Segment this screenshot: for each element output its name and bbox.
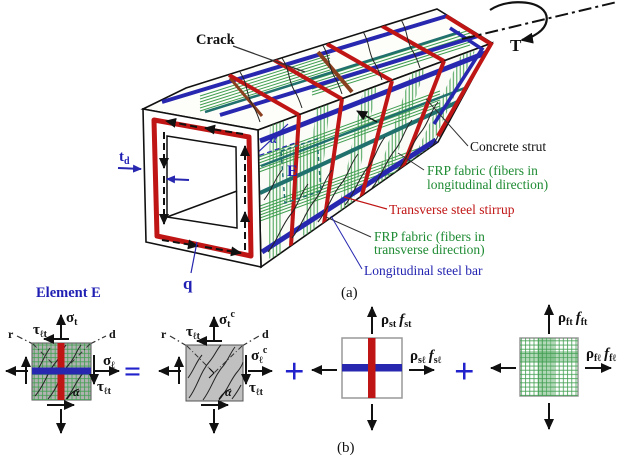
shear-flow-label: q: [183, 274, 193, 293]
plus-sign-2: +: [454, 351, 475, 391]
tau-lt-top-label: τℓt: [33, 322, 48, 340]
stress-arrows-1: [5, 314, 120, 434]
stress-arrows-3: [311, 306, 435, 431]
stirrup-band-steel: [368, 338, 376, 398]
legend-frp-trans-1: FRP fabric (fibers in: [374, 229, 485, 244]
legend: Concrete strut FRP fabric (fibers in lon…: [325, 98, 548, 278]
tau-lt-right-label: τℓt: [97, 379, 112, 397]
torque-arrow: [489, 1, 548, 44]
torque-axis: [461, 1, 618, 40]
stirrup-beam-end: [436, 14, 494, 137]
sigma-t-c-label: σtc: [219, 309, 236, 330]
cracks-top: [239, 17, 421, 123]
axis-d-label: d: [109, 327, 116, 341]
caption-b: (b): [337, 440, 355, 455]
stirrup-pointer: [343, 196, 388, 210]
bar-beam-end: [432, 26, 485, 125]
caption-a: (a): [341, 285, 358, 301]
tau-lt-top-label-2: τℓt: [186, 324, 201, 342]
sigma-l-c-label: σℓc: [251, 345, 268, 366]
element-concrete: r d α: [158, 309, 273, 434]
shear-flow-arrows: [159, 117, 250, 257]
axis-r-label: r: [8, 327, 14, 341]
frp-trans-pointer: [325, 216, 372, 238]
tau-lt-right-label-2: τℓt: [249, 380, 264, 398]
wall-thickness-annotation: td: [117, 149, 190, 184]
cracks-side: [263, 101, 443, 253]
hollow-core-depth-edge: [166, 190, 238, 218]
alpha-label-1: α: [73, 385, 80, 399]
equals-sign: =: [124, 355, 141, 388]
plus-sign-1: +: [284, 351, 305, 391]
beam-3d: α E td q: [117, 1, 618, 301]
element-E-title: Element E: [36, 285, 101, 301]
alpha-label: α: [270, 131, 278, 146]
element-rc-frp: r d α: [5, 310, 120, 434]
crack-pointer: [232, 45, 306, 73]
q-pointer: [190, 241, 198, 274]
top-face-details: [161, 14, 479, 123]
front-stirrup-loop: [151, 117, 254, 259]
long-bar-pointer: [330, 215, 363, 270]
concrete-strut-arrow: [356, 110, 378, 123]
frp-dense-fibers: [520, 338, 578, 396]
stress-arrows-4: [490, 304, 612, 430]
element-E-label: E: [287, 163, 298, 180]
steel-stirrups-top: [228, 24, 445, 117]
legend-frp-trans-2: transverse direction): [374, 242, 485, 257]
element-decomposition: Element E r d α: [5, 285, 616, 455]
alpha-label-2: α: [225, 385, 232, 399]
concrete-strut-pointer: [425, 98, 469, 147]
legend-concrete-strut: Concrete strut: [470, 139, 546, 154]
longitudinal-bar-top-1: [161, 14, 448, 104]
legend-stirrup: Transverse steel stirrup: [389, 202, 515, 217]
stress-arrows-2: [158, 316, 273, 434]
torque-label: T: [510, 36, 522, 55]
brown-stirrup-top-1: [316, 50, 354, 94]
bar-band: [32, 367, 91, 375]
legend-frp-long-1: FRP fabric (fibers in: [427, 163, 538, 178]
hollow-core: [166, 135, 238, 229]
thickness-label: td: [119, 149, 130, 167]
frp-long-pointer: [397, 152, 425, 171]
brown-stirrup-top-2: [228, 77, 264, 117]
longitudinal-bar-top-2: [219, 34, 479, 117]
front-face: td q: [117, 108, 262, 293]
axis-r-label-2: r: [161, 327, 167, 341]
legend-frp-long-2: longitudinal direction): [427, 177, 548, 192]
crack-label: Crack: [196, 32, 236, 48]
legend-long-bar: Longitudinal steel bar: [364, 263, 483, 278]
axis-d-label-2: d: [262, 327, 269, 341]
torque-annotation: T: [461, 1, 618, 55]
sigma-t-label: σt: [66, 310, 78, 328]
sigma-l-label: σℓ: [103, 353, 115, 371]
